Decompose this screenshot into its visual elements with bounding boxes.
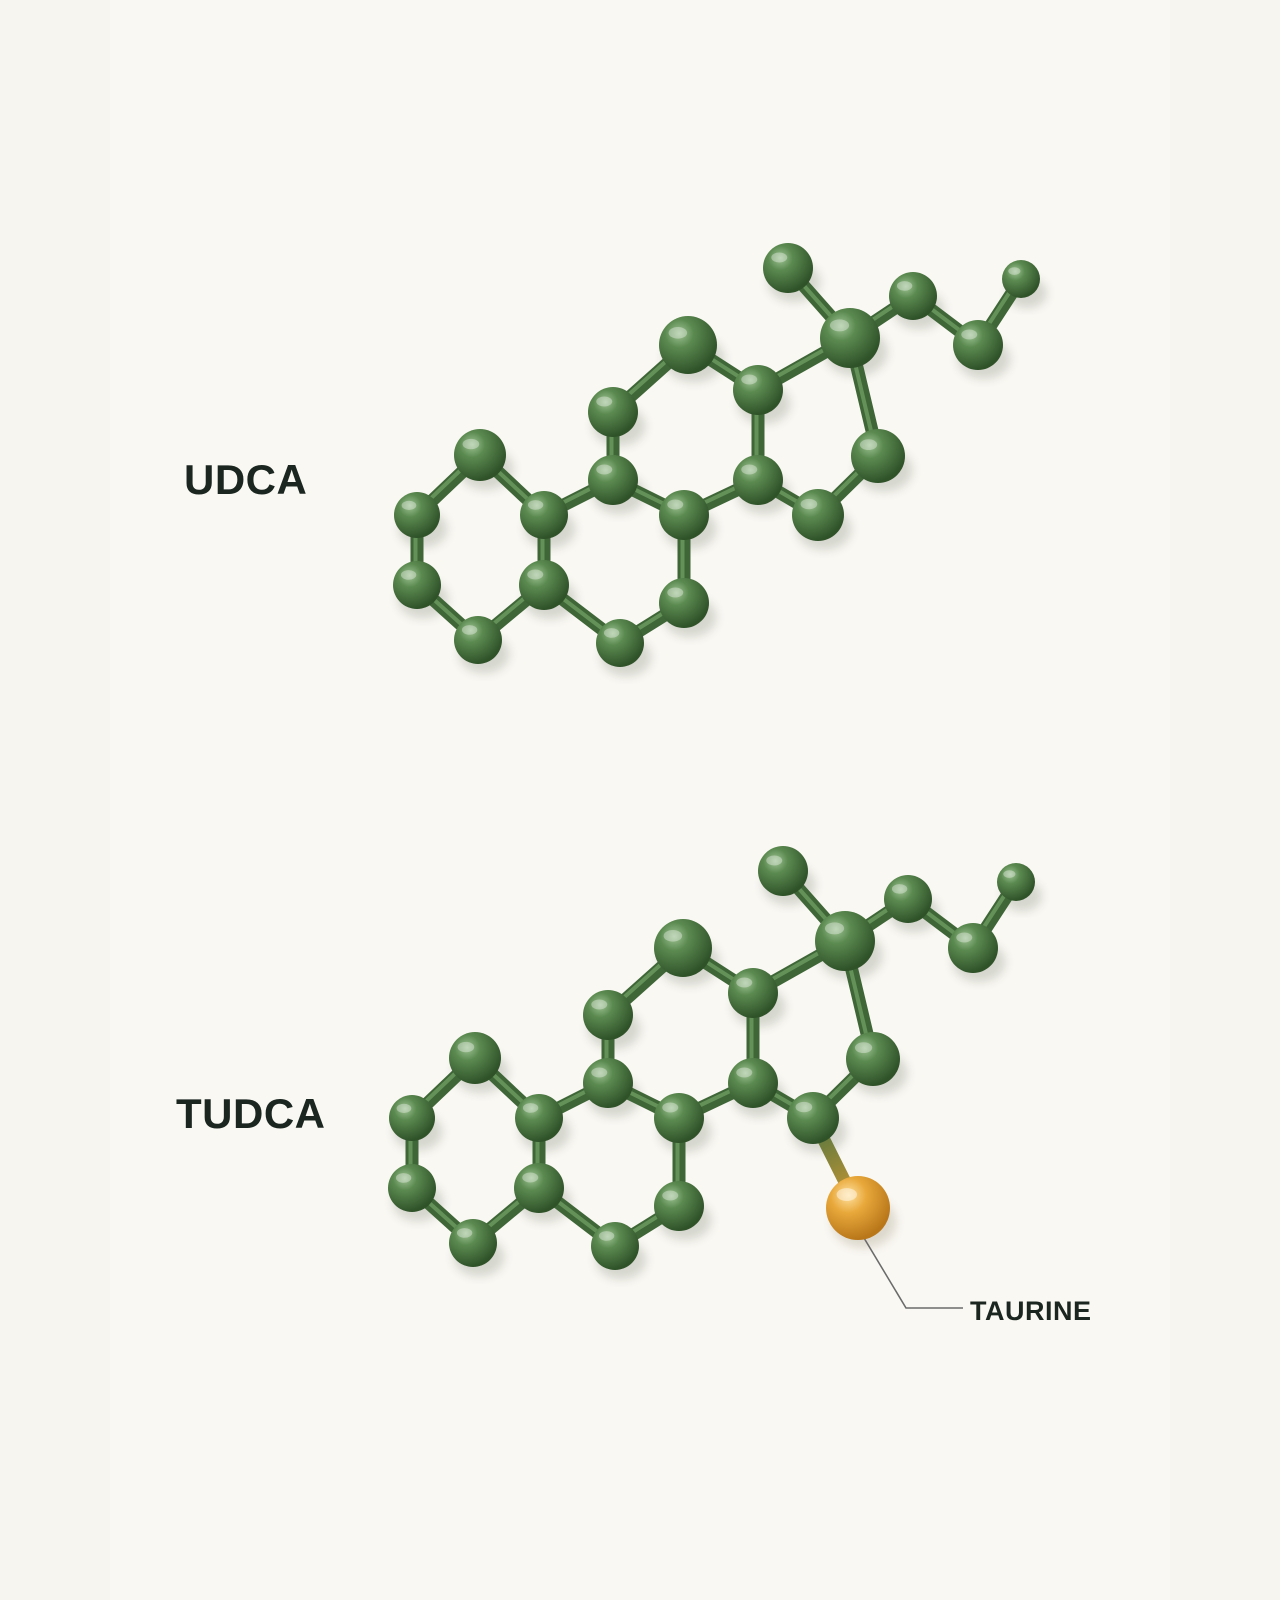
tudca-atom: [884, 875, 932, 923]
udca-atom: [588, 387, 638, 437]
tudca-atom-gloss: [824, 922, 845, 935]
taurine-atom: [826, 1176, 890, 1240]
udca-atom: [820, 308, 880, 368]
udca-atom-gloss: [596, 396, 613, 407]
udca-atom-gloss: [859, 439, 878, 451]
tudca-atom: [449, 1219, 497, 1267]
tudca-atom-gloss: [736, 977, 753, 988]
tudca-atom-gloss: [598, 1231, 615, 1241]
tudca-atom: [654, 1093, 704, 1143]
udca-atom: [454, 616, 502, 664]
tudca-atom-gloss: [662, 1102, 679, 1113]
tudca-atom-gloss: [1003, 870, 1016, 878]
udca-atom: [588, 455, 638, 505]
tudca-molecule: [388, 846, 1042, 1309]
udca-atom-gloss: [741, 374, 758, 385]
tudca-atom: [654, 919, 712, 977]
udca-label: UDCA: [184, 456, 308, 503]
tudca-atom-gloss: [891, 884, 908, 894]
udca-atom: [763, 243, 813, 293]
taurine-label: TAURINE: [970, 1296, 1092, 1326]
udca-atom: [889, 272, 937, 320]
tudca-atom: [948, 923, 998, 973]
tudca-atom-gloss: [457, 1041, 475, 1053]
tudca-atom: [728, 1058, 778, 1108]
udca-atom: [394, 492, 440, 538]
udca-atom-gloss: [829, 319, 850, 332]
udca-atom-gloss: [400, 570, 417, 580]
udca-atom-gloss: [771, 252, 788, 263]
tudca-atom-gloss: [591, 1067, 608, 1078]
udca-atom: [596, 619, 644, 667]
taurine-leader-line: [857, 1227, 963, 1309]
tudca-atom-gloss: [662, 1190, 679, 1201]
udca-atom: [733, 455, 783, 505]
tudca-atom-gloss: [522, 1172, 539, 1183]
tudca-atom: [758, 846, 808, 896]
tudca-atoms: [388, 846, 1035, 1270]
tudca-atom-gloss: [766, 855, 783, 866]
tudca-atom-gloss: [736, 1067, 753, 1078]
udca-atom-gloss: [741, 464, 758, 475]
udca-atom-gloss: [603, 628, 620, 638]
udca-atom: [659, 316, 717, 374]
udca-atom: [953, 320, 1003, 370]
tudca-atom: [997, 863, 1035, 901]
taurine-atom-gloss: [836, 1188, 858, 1201]
tudca-atom-gloss: [456, 1228, 473, 1238]
udca-atom: [659, 578, 709, 628]
udca-atom: [659, 490, 709, 540]
tudca-atom: [449, 1032, 501, 1084]
udca-atom: [1002, 260, 1040, 298]
tudca-atom: [846, 1032, 900, 1086]
tudca-atom-gloss: [663, 930, 683, 942]
tudca-atom: [654, 1181, 704, 1231]
udca-atom: [792, 489, 844, 541]
tudca-atom: [591, 1222, 639, 1270]
tudca-atom-gloss: [854, 1042, 873, 1054]
tudca-atom: [787, 1092, 839, 1144]
udca-atom-gloss: [668, 327, 688, 339]
udca-atom-gloss: [527, 500, 544, 510]
udca-atom-gloss: [527, 569, 544, 580]
tudca-atom: [583, 990, 633, 1040]
udca-atom: [851, 429, 905, 483]
tudca-atom: [514, 1163, 564, 1213]
udca-atom-gloss: [961, 329, 978, 340]
udca-atom-gloss: [462, 438, 480, 450]
tudca-atom-gloss: [795, 1101, 813, 1113]
tudca-atom-gloss: [395, 1173, 412, 1183]
tudca-atom: [728, 968, 778, 1018]
udca-atoms: [393, 243, 1040, 667]
udca-atom-gloss: [896, 281, 913, 291]
udca-atom-gloss: [667, 587, 684, 598]
tudca-atom-gloss: [396, 1103, 412, 1113]
udca-atom: [519, 560, 569, 610]
tudca-atom: [815, 911, 875, 971]
udca-atom: [454, 429, 506, 481]
udca-atom-gloss: [461, 625, 478, 635]
tudca-atom: [389, 1095, 435, 1141]
udca-atom-gloss: [401, 500, 417, 510]
udca-molecule: [393, 243, 1047, 677]
udca-atom: [733, 365, 783, 415]
udca-atom-gloss: [1008, 267, 1021, 275]
tudca-atom: [515, 1094, 563, 1142]
udca-atom: [393, 561, 441, 609]
udca-atom-gloss: [596, 464, 613, 475]
tudca-atom-gloss: [956, 932, 973, 943]
tudca-label: TUDCA: [176, 1090, 326, 1137]
background-panel: [110, 0, 1170, 1600]
udca-atom-gloss: [800, 498, 818, 510]
tudca-atom: [388, 1164, 436, 1212]
udca-atom: [520, 491, 568, 539]
tudca-atom-gloss: [522, 1103, 539, 1113]
udca-atom-gloss: [667, 499, 684, 510]
tudca-atom: [583, 1058, 633, 1108]
tudca-atom-gloss: [591, 999, 608, 1010]
